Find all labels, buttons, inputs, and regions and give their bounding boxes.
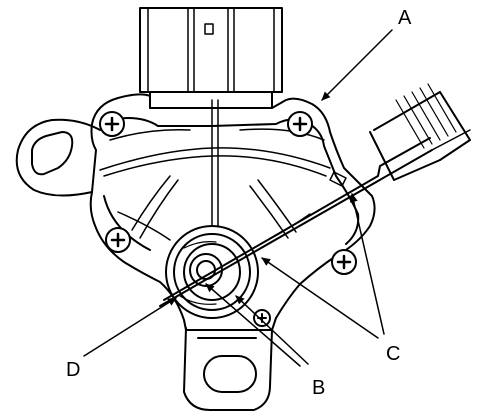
callout-b: B [312, 377, 325, 399]
callout-d: D [66, 359, 80, 381]
screw-lower-center [253, 309, 271, 327]
left-mounting-tab [15, 118, 101, 197]
screw-bottom-right [331, 249, 357, 275]
callout-c: C [386, 343, 400, 365]
screw-top-left [99, 111, 125, 137]
alignment-tool [159, 83, 471, 307]
connector [139, 7, 283, 109]
screw-bottom-left [105, 227, 131, 253]
ribs [99, 99, 331, 241]
screw-top-right [287, 111, 313, 137]
leader-lines [83, 29, 393, 367]
callout-a: A [398, 7, 412, 29]
lower-mounting-tab [183, 327, 273, 411]
